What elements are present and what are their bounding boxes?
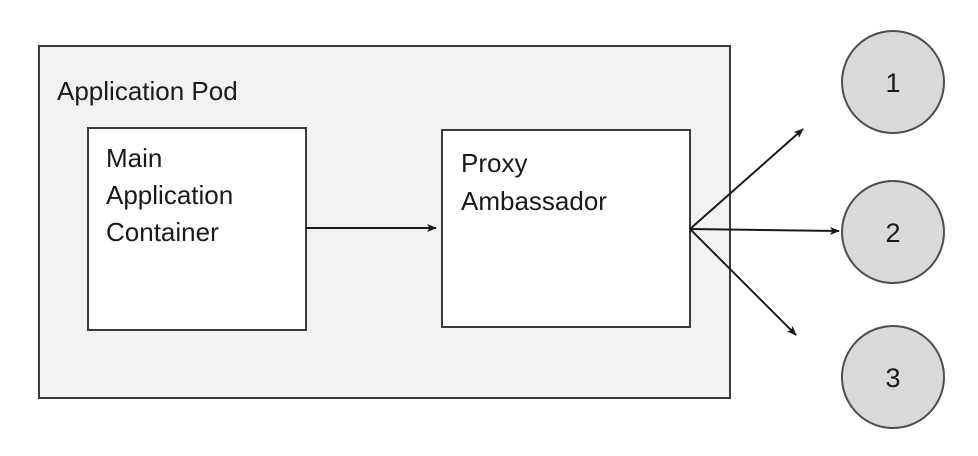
service-circle-3-label: 3 — [885, 363, 900, 393]
service-circle-2-label: 2 — [885, 218, 900, 248]
arrow-proxy-to-service-2 — [689, 226, 840, 235]
proxy-ambassador-box[interactable] — [441, 129, 691, 328]
service-circle-3[interactable] — [841, 325, 945, 429]
service-circle-1[interactable] — [841, 30, 945, 134]
main-application-container-line-2: Application — [106, 180, 233, 210]
main-application-container-box[interactable] — [87, 127, 307, 331]
proxy-ambassador-line-2: Ambassador — [461, 186, 607, 216]
proxy-ambassador-line-1: Proxy — [461, 148, 527, 178]
arrow-proxy-to-service-1 — [689, 128, 804, 230]
service-circle-2[interactable] — [841, 180, 945, 284]
main-application-container-line-3: Container — [106, 217, 219, 247]
arrow-proxy-to-service-3 — [689, 228, 797, 336]
main-application-container-line-1: Main — [106, 143, 162, 173]
service-circle-1-label: 1 — [885, 68, 900, 98]
application-pod-label: Application Pod — [57, 76, 238, 106]
